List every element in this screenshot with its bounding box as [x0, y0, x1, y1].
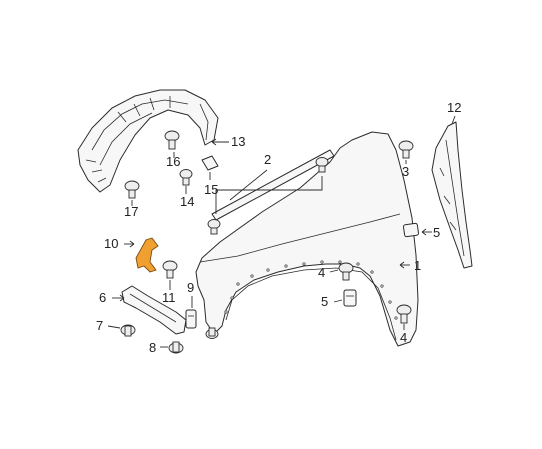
callout-8: 8 — [149, 340, 156, 355]
fastener-2-top — [315, 157, 329, 173]
clip-5-lower — [343, 289, 357, 307]
leader-lines — [107, 115, 456, 348]
callout-labels: 1 2 3 4 4 5 5 6 7 8 9 10 11 12 13 14 15 … — [96, 100, 461, 355]
callout-12: 12 — [447, 100, 461, 115]
fastener-9 — [205, 327, 219, 339]
fastener-14 — [179, 169, 193, 186]
callout-15: 15 — [204, 182, 218, 197]
fastener-4-lower — [396, 304, 412, 324]
callout-13: 13 — [231, 134, 245, 149]
bracket-6 — [121, 285, 187, 335]
fastener-7 — [120, 324, 136, 337]
fastener-3 — [398, 140, 414, 159]
callout-10: 10 — [104, 236, 118, 251]
fastener-4-upper — [338, 262, 354, 281]
clip-5-upper — [402, 222, 420, 238]
callout-11: 11 — [162, 290, 176, 305]
fender-liner — [77, 89, 219, 193]
callout-1: 1 — [414, 258, 421, 273]
clip-15 — [201, 155, 219, 171]
fastener-8 — [168, 341, 184, 354]
front-fender — [195, 131, 419, 347]
callout-5-upper: 5 — [433, 225, 440, 240]
fastener-2-bottom — [207, 219, 221, 235]
callout-3: 3 — [402, 164, 409, 179]
fastener-17 — [124, 180, 140, 199]
callout-9: 9 — [187, 280, 194, 295]
callout-7: 7 — [96, 318, 103, 333]
callout-17: 17 — [124, 204, 138, 219]
fastener-16 — [164, 130, 180, 150]
callout-2: 2 — [264, 152, 271, 167]
callout-5-lower: 5 — [321, 294, 328, 309]
bracket-highlight — [135, 237, 159, 273]
clip-9 — [185, 309, 197, 329]
fender-seal — [431, 121, 473, 269]
fastener-11 — [162, 260, 178, 279]
callout-14: 14 — [180, 194, 194, 209]
callout-16: 16 — [166, 154, 180, 169]
highlighted-bracket — [135, 237, 159, 273]
callout-6: 6 — [99, 290, 106, 305]
callout-4-upper: 4 — [318, 265, 325, 280]
callout-4-lower: 4 — [400, 330, 407, 345]
